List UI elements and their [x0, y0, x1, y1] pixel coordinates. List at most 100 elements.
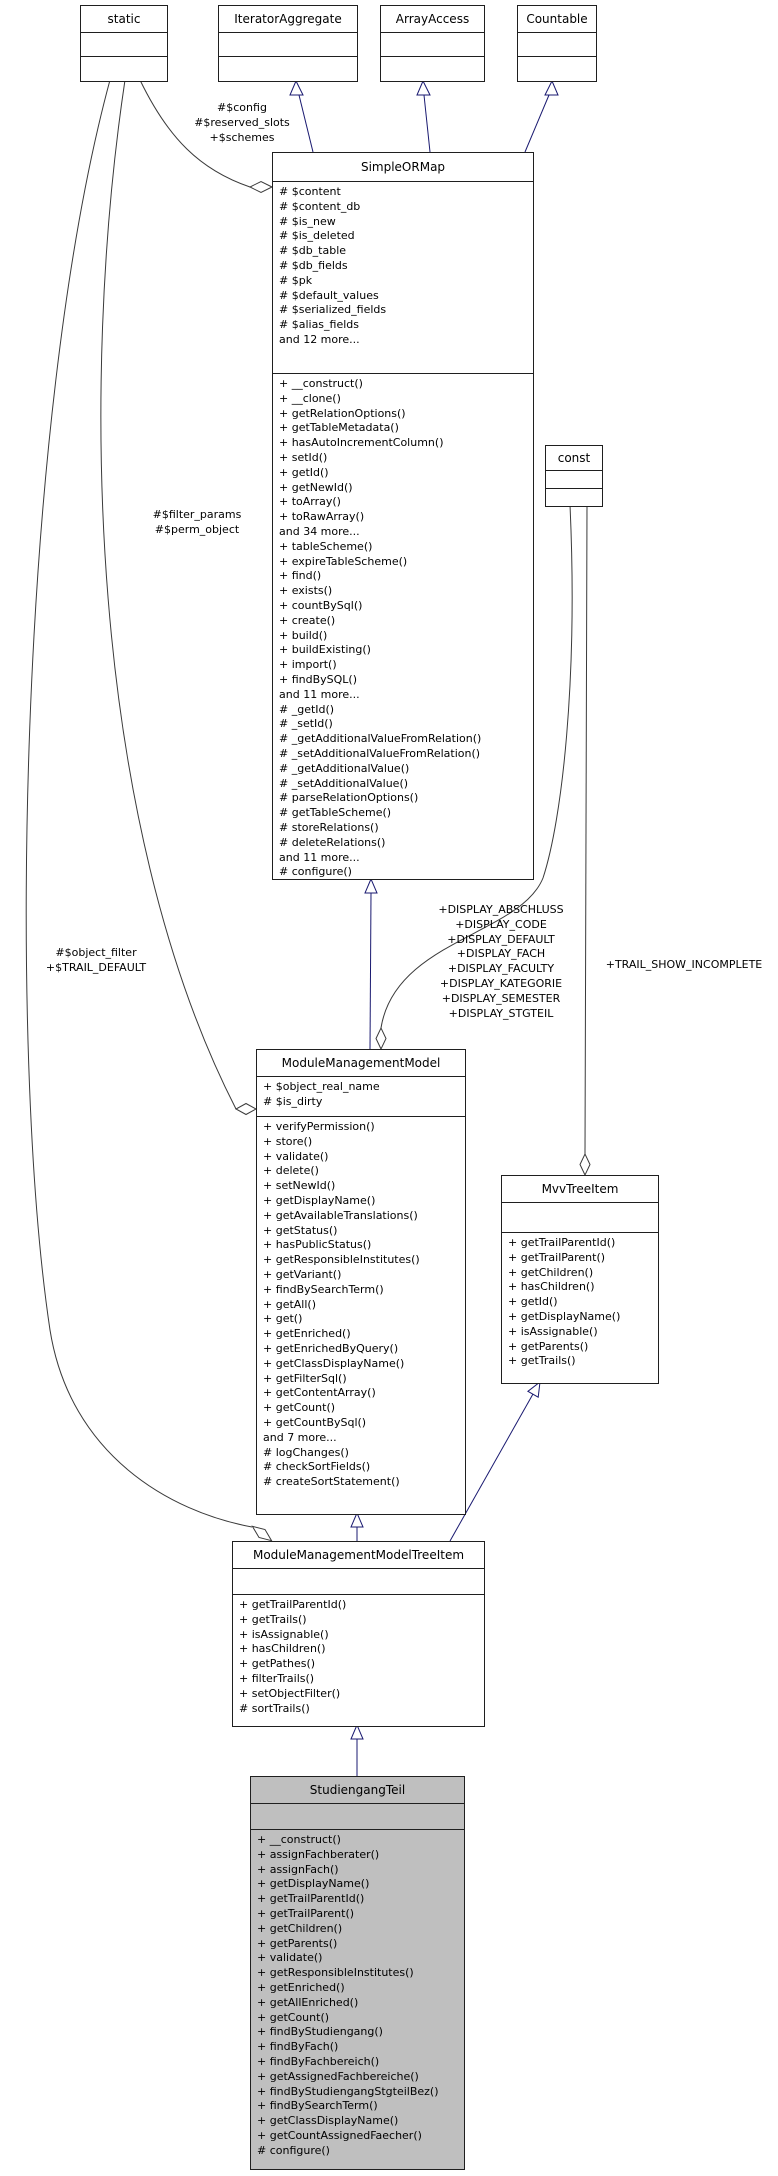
class-box-modulemanagementmodeltreeitem[interactable]: ModuleManagementModelTreeItem + getTrail… [232, 1541, 485, 1727]
member-line: + getId() [508, 1295, 558, 1309]
class-box-arrayaccess[interactable]: ArrayAccess [380, 5, 485, 82]
member-line: + getId() [279, 465, 329, 479]
aggregation-diamond-icon [248, 180, 274, 194]
class-title[interactable]: MvvTreeItem [541, 1182, 619, 1196]
member-line: + getTrailParentId() [508, 1236, 616, 1249]
edge-aggregation-mmm-const [380, 504, 573, 1029]
member-line: + getTrailParent() [508, 1250, 606, 1264]
member-line: + setId() [279, 450, 328, 464]
edge-label-object-filter: #$object_filter+$TRAIL_DEFAULT [21, 946, 171, 976]
class-box-countable[interactable]: Countable [517, 5, 597, 82]
methods-section: + getTrailParentId()+ getTrails()+ isAss… [233, 1594, 484, 1726]
member-line: and 7 more... [263, 1430, 337, 1444]
member-line: +DISPLAY_FACH [456, 947, 546, 961]
member-line: + tableScheme() [279, 539, 373, 553]
attributes-section [381, 32, 484, 56]
member-line: + filterTrails() [239, 1671, 315, 1685]
edge-inheritance-mmmtreeitem-mvvtreeitem [449, 1393, 534, 1542]
methods-section: + __construct()+ assignFachberater()+ as… [251, 1829, 464, 2169]
member-line: + getPathes() [239, 1657, 316, 1671]
member-line: + create() [279, 613, 336, 627]
member-line: + findByFachbereich() [257, 2054, 380, 2068]
member-line: #$object_filter [55, 946, 137, 959]
class-box-iteratoraggregate[interactable]: IteratorAggregate [218, 5, 358, 82]
methods-section: + __construct()+ __clone()+ getRelationO… [273, 373, 533, 879]
methods-section [381, 56, 484, 81]
member-line: + getDisplayName() [257, 1877, 370, 1891]
member-line: + getResponsibleInstitutes() [257, 1966, 414, 1980]
member-line: +$schemes [209, 130, 275, 144]
member-line: + getTableMetadata() [279, 421, 399, 435]
member-line: + getResponsibleInstitutes() [263, 1253, 420, 1267]
class-title[interactable]: const [557, 451, 591, 465]
member-line: + hasChildren() [508, 1280, 595, 1294]
member-line: + hasPublicStatus() [263, 1238, 372, 1252]
class-title[interactable]: IteratorAggregate [234, 12, 342, 26]
member-line: + getEnriched() [263, 1327, 351, 1341]
member-line: + verifyPermission() [263, 1120, 375, 1133]
class-title[interactable]: ArrayAccess [395, 12, 470, 26]
member-line: + getVariant() [263, 1267, 342, 1281]
class-box-modulemanagementmodel[interactable]: ModuleManagementModel + $object_real_nam… [256, 1049, 466, 1515]
member-line: + getAvailableTranslations() [263, 1208, 418, 1222]
member-line: + getAll() [263, 1297, 316, 1311]
class-box-simpleormap[interactable]: SimpleORMap # $content# $content_db# $is… [272, 152, 534, 880]
member-line: + exists() [279, 584, 333, 598]
member-line: + getContentArray() [263, 1386, 376, 1400]
class-title[interactable]: ModuleManagementModel [281, 1056, 441, 1070]
member-line: + getCountAssignedFaecher() [257, 2128, 422, 2142]
member-line: +DISPLAY_FACULTY [447, 962, 555, 976]
inheritance-arrow-icon [350, 1511, 364, 1528]
class-box-const[interactable]: const [545, 445, 603, 507]
attributes-section: + $object_real_name# $is_dirty [257, 1076, 465, 1116]
member-line: and 11 more... [279, 687, 360, 701]
class-title[interactable]: ModuleManagementModelTreeItem [252, 1548, 465, 1562]
edge-label-trail-show-incomplete: +TRAIL_SHOW_INCOMPLETE [590, 958, 778, 973]
member-line: + findBySearchTerm() [257, 2099, 378, 2113]
class-title[interactable]: static [107, 12, 141, 26]
member-line: + findBySQL() [279, 672, 358, 686]
edge-inheritance-simpleormap-iteratoraggregate [298, 94, 314, 153]
member-line: +DISPLAY_KATEGORIE [439, 976, 563, 990]
member-line: + findByFach() [257, 2040, 339, 2054]
class-title[interactable]: SimpleORMap [360, 160, 446, 174]
aggregation-diamond-icon [234, 1102, 258, 1116]
member-line: + __construct() [257, 1833, 341, 1846]
class-box-static[interactable]: static [80, 5, 168, 82]
edge-label-filter-params: #$filter_params#$perm_object [122, 508, 272, 538]
member-line: + assignFachberater() [257, 1847, 380, 1861]
class-box-studiengangteil[interactable]: StudiengangTeil + __construct()+ assignF… [250, 1776, 465, 2170]
member-line: # checkSortFields() [263, 1460, 371, 1474]
member-line: + getAllEnriched() [257, 1995, 359, 2009]
inheritance-arrow-icon [364, 877, 378, 894]
member-line: + toRawArray() [279, 510, 365, 524]
edge-label-config: #$config#$reserved_slots+$schemes [167, 101, 317, 145]
edge-aggregation-mmmtreeitem-static [25, 79, 253, 1528]
attributes-section [518, 32, 596, 56]
member-line: # parseRelationOptions() [279, 791, 419, 805]
member-line: # $is_new [279, 214, 336, 228]
member-line: + validate() [263, 1149, 329, 1163]
member-line: # $is_dirty [263, 1094, 323, 1108]
member-line: + $object_real_name [263, 1080, 380, 1093]
member-line: + getTrailParentId() [257, 1892, 365, 1906]
edge-inheritance-simpleormap-arrayaccess [423, 94, 431, 153]
methods-section [546, 488, 602, 506]
class-title[interactable]: Countable [526, 12, 588, 26]
member-line: # _getAdditionalValueFromRelation() [279, 732, 482, 746]
member-line: + isAssignable() [239, 1627, 329, 1641]
member-line: + getTrails() [508, 1354, 576, 1368]
member-line: # $alias_fields [279, 318, 360, 332]
member-line: + import() [279, 658, 337, 672]
class-title[interactable]: StudiengangTeil [309, 1783, 406, 1797]
member-line: + assignFach() [257, 1862, 339, 1876]
member-line: + buildExisting() [279, 643, 371, 657]
edge-aggregation-mmm-static [100, 79, 237, 1110]
aggregation-diamond-icon [579, 1152, 591, 1177]
member-line: # $pk [279, 273, 313, 287]
class-box-mvvtreeitem[interactable]: MvvTreeItem + getTrailParentId()+ getTra… [501, 1175, 659, 1384]
member-line: # createSortStatement() [263, 1475, 400, 1489]
edge-aggregation-simpleormap-static [139, 79, 251, 188]
